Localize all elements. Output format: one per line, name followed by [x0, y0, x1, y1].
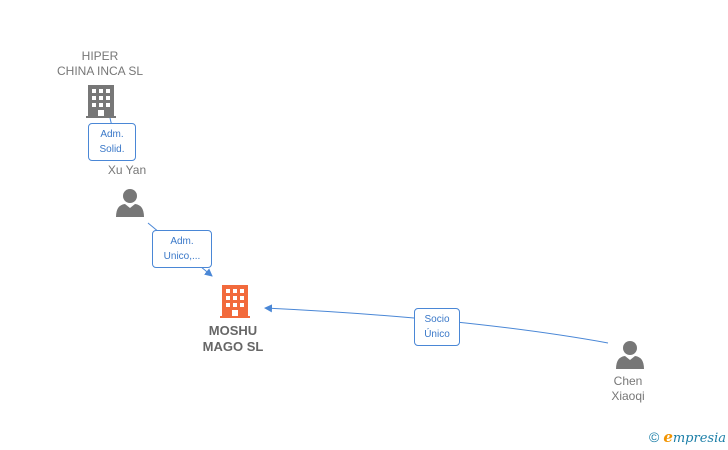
edge-label-xuyan-moshu: Adm. Unico,...: [152, 230, 212, 268]
copyright-icon: ©: [648, 429, 660, 445]
node-label-chen[interactable]: Chen Xiaoqi: [611, 374, 645, 403]
empresia-logo[interactable]: empresia: [663, 428, 726, 446]
edge-label-chen-moshu: Socio Único: [414, 308, 460, 346]
node-label-xuyan[interactable]: Xu Yan: [107, 163, 147, 177]
edge-label-xuyan-hiper: Adm. Solid.: [88, 123, 136, 161]
node-label-hiper[interactable]: HIPER CHINA INCA SL: [56, 49, 144, 78]
node-label-moshu[interactable]: MOSHU MAGO SL: [202, 323, 264, 354]
building-icon-moshu[interactable]: [220, 285, 250, 318]
person-icon-xuyan[interactable]: [116, 189, 144, 217]
person-icon-chen[interactable]: [616, 341, 644, 369]
brand-footer: © empresia: [649, 428, 726, 446]
building-icon-hiper[interactable]: [86, 85, 116, 118]
